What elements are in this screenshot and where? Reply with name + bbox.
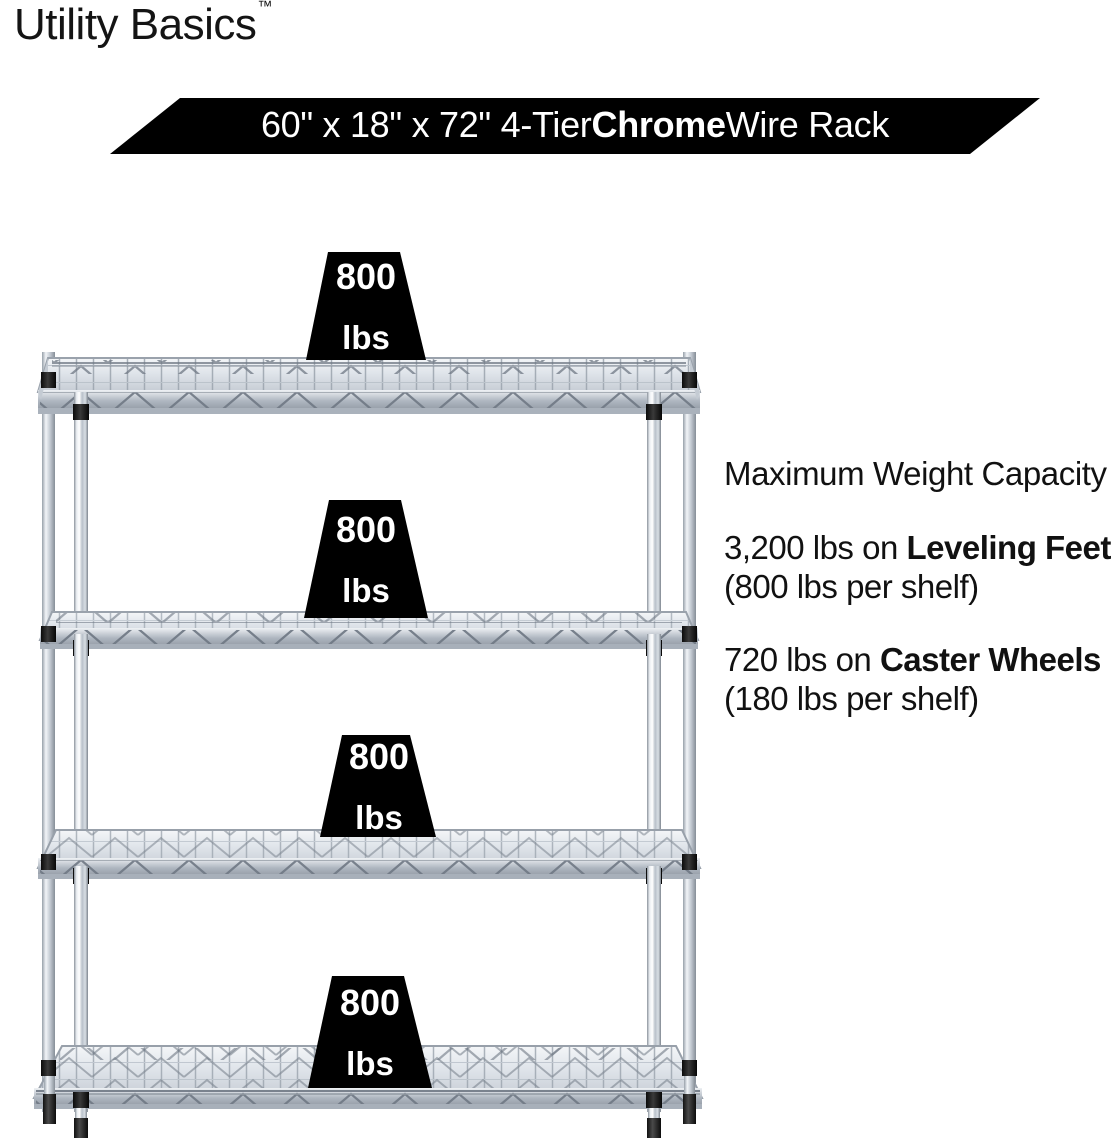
brand-name: Utility Basics — [14, 0, 257, 49]
post-collar — [41, 1060, 56, 1076]
trademark-symbol: ™ — [257, 0, 273, 16]
callout-trapezoid — [304, 500, 428, 618]
weight-callout-second-shelf: 800 lbs — [296, 500, 436, 618]
banner-shape — [110, 98, 1040, 154]
post-collar — [73, 404, 89, 420]
post-collar — [682, 626, 697, 642]
weight-callout-bottom-shelf: 800 lbs — [300, 976, 440, 1088]
post-collar — [41, 372, 56, 388]
leveling-feet — [43, 1076, 696, 1138]
rack-front-posts-mid — [74, 634, 661, 856]
callout-trapezoid — [308, 976, 432, 1088]
capacity-lead-2: 720 lbs on — [724, 641, 880, 679]
post-collar — [73, 1092, 89, 1108]
leveling-feet-capacity: 3,200 lbs on Leveling Feet (800 lbs per … — [724, 528, 1116, 607]
rack-back-posts — [42, 352, 696, 1112]
banner-title-highlight: Chrome — [591, 104, 727, 145]
capacity-heading: Maximum Weight Capacity — [724, 455, 1107, 492]
weight-callout-top-shelf: 800 lbs — [296, 252, 436, 360]
rack-front-posts-upper — [74, 392, 661, 634]
shelf-second — [38, 611, 700, 649]
shelf-top — [36, 357, 702, 414]
title-banner: 60" x 18" x 72" 4-Tier Chrome Wire Rack — [110, 98, 1040, 154]
capacity-bold-1: Leveling Feet — [906, 528, 1111, 566]
banner-title: 60" x 18" x 72" 4-Tier Chrome Wire Rack — [110, 98, 1040, 154]
post-collar — [682, 854, 697, 870]
brand-logo: Utility Basics™ — [14, 0, 273, 49]
post-collar — [682, 1060, 697, 1076]
capacity-bold-2: Caster Wheels — [879, 641, 1101, 679]
callout-trapezoid — [320, 735, 436, 837]
post-collar — [41, 626, 56, 642]
wire-rack-svg — [32, 352, 704, 1138]
post-collar — [682, 372, 697, 388]
banner-title-prefix: 60" x 18" x 72" 4-Tier — [260, 104, 592, 145]
capacity-tail-1: (800 lbs per shelf) — [724, 567, 979, 605]
capacity-tail-2: (180 lbs per shelf) — [724, 680, 979, 718]
wire-rack-illustration — [32, 352, 704, 1138]
banner-title-suffix: Wire Rack — [725, 104, 890, 145]
post-collar — [646, 1092, 662, 1108]
caster-wheels-capacity: 720 lbs on Caster Wheels (180 lbs per sh… — [724, 640, 1116, 719]
callout-trapezoid — [306, 252, 426, 360]
post-collar — [646, 404, 662, 420]
shelf-third — [36, 829, 702, 879]
capacity-copy-block: Maximum Weight Capacity 3,200 lbs on Lev… — [724, 455, 1116, 719]
weight-callout-third-shelf: 800 lbs — [314, 735, 444, 837]
post-collar — [41, 854, 56, 870]
capacity-lead-1: 3,200 lbs on — [724, 528, 907, 566]
